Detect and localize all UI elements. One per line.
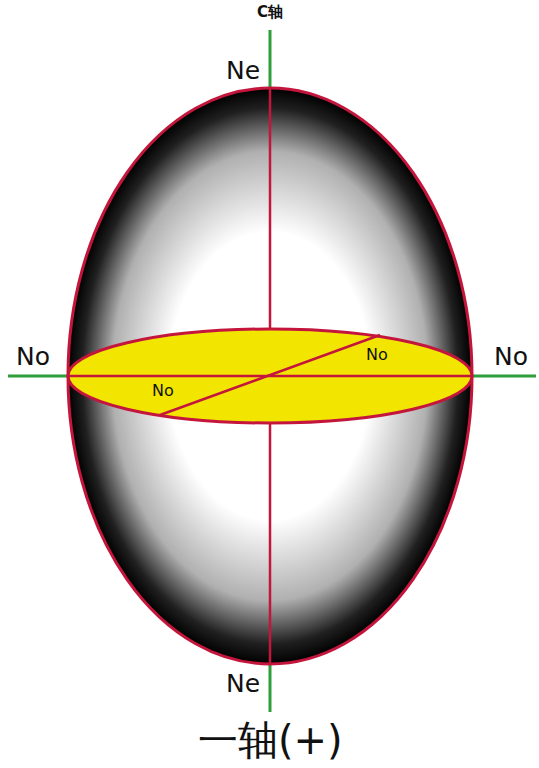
c-axis-line	[269, 30, 272, 88]
refractive-index-label: No	[150, 382, 176, 400]
axis-line	[472, 375, 536, 378]
c-axis-line	[269, 664, 272, 712]
caption: 一轴(+)	[196, 718, 345, 762]
refractive-index-label: Ne	[224, 57, 262, 85]
axis-name: C轴	[255, 4, 285, 21]
refractive-index-label: No	[364, 346, 390, 364]
refractive-index-label: No	[14, 343, 52, 371]
indicatrix-ellipsoid	[68, 88, 472, 664]
refractive-index-label: Ne	[224, 670, 262, 698]
circular-section	[68, 329, 472, 423]
no-axis	[160, 335, 380, 415]
axis-line	[8, 375, 68, 378]
refractive-index-label: No	[492, 343, 530, 371]
